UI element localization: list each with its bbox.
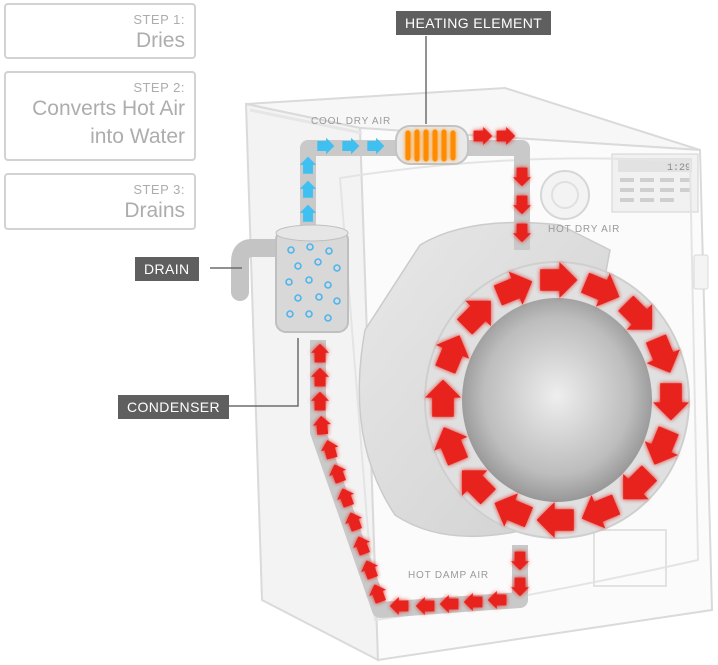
drum-hot-air-arrow — [493, 271, 533, 306]
drain-pipe — [231, 239, 285, 301]
hot-damp-air-arrow — [415, 597, 435, 615]
drum-hot-air-arrow — [434, 427, 469, 466]
drum-hot-air-arrow — [653, 383, 689, 421]
drum-hot-air-arrow — [618, 295, 653, 330]
hot-damp-air-arrow — [320, 440, 339, 460]
step-3-number: STEP 3: — [133, 182, 185, 197]
hot-damp-air-arrow — [312, 415, 331, 435]
heating-element-label: HEATING ELEMENT — [396, 11, 552, 35]
hot-damp-air-label: HOT DAMP AIR — [408, 570, 489, 581]
hot-damp-air-arrow — [511, 577, 529, 597]
cool-air-arrow — [299, 156, 317, 174]
cool-air-arrow — [299, 204, 317, 222]
drum-hot-air-arrow — [494, 493, 534, 528]
drum — [358, 221, 690, 539]
heating-element — [395, 125, 469, 165]
step-2-number: STEP 2: — [133, 80, 185, 95]
hot-damp-air-arrow — [345, 512, 363, 532]
drum-hot-air-arrow — [456, 300, 491, 335]
step-3-title: Drains — [124, 199, 185, 222]
heating-coil — [405, 129, 456, 162]
filter-hatch — [593, 529, 667, 587]
drum-hot-air-arrow — [623, 465, 658, 500]
drum-hot-air-arrow — [581, 494, 621, 529]
hot-air-arrow — [473, 127, 493, 145]
condenser-leader-line — [228, 338, 299, 407]
brand-badge — [693, 254, 709, 290]
drum-hot-air-arrow — [580, 272, 620, 307]
drum-hot-air-arrow — [536, 502, 574, 538]
cool-air-arrow — [367, 137, 385, 155]
drain-label: DRAIN — [135, 257, 199, 281]
hot-air-arrows — [311, 127, 689, 615]
hot-air-arrow — [513, 195, 531, 215]
hot-damp-air-arrow — [439, 595, 459, 613]
hot-air-arrow — [513, 167, 531, 187]
hot-damp-air-arrow — [487, 591, 507, 609]
hot-damp-air-arrow — [361, 560, 379, 580]
step-1-number: STEP 1: — [133, 12, 185, 27]
water-droplets — [285, 243, 341, 322]
hot-damp-air-arrow — [311, 343, 329, 363]
drum-hot-air-arrow — [461, 470, 496, 505]
step-2-box: STEP 2: Converts Hot Air into Water — [4, 71, 196, 161]
cool-dry-air-label: COOL DRY AIR — [311, 116, 391, 127]
cool-air-arrows — [299, 137, 385, 222]
hot-damp-air-arrow — [337, 488, 355, 508]
hot-damp-air-arrow — [389, 597, 409, 615]
drum-hot-air-arrow — [540, 262, 578, 298]
hot-damp-air-arrow — [463, 593, 483, 611]
display-readout: 1:29 — [667, 163, 691, 174]
hot-damp-air-arrow — [511, 551, 529, 571]
cool-air-arrow — [317, 137, 335, 155]
hot-damp-air-arrow — [311, 391, 329, 411]
hot-air-arrow — [513, 223, 531, 243]
step-3-box: STEP 3: Drains — [4, 173, 196, 230]
drum-hot-air-arrow — [644, 426, 679, 465]
step-1-box: STEP 1: Dries — [4, 3, 196, 59]
drum-hot-air-arrow — [425, 379, 461, 417]
condenser — [275, 224, 349, 333]
step-1-title: Dries — [135, 29, 185, 52]
dial-knob — [540, 170, 590, 220]
condenser-label: CONDENSER — [118, 395, 230, 419]
drum-hot-air-arrow — [435, 335, 470, 374]
hot-damp-air-arrow — [329, 464, 347, 484]
cool-air-arrow — [342, 137, 360, 155]
hot-dry-air-label: HOT DRY AIR — [548, 224, 621, 235]
hot-damp-air-arrow — [369, 584, 387, 604]
drum-opening — [462, 298, 652, 502]
hot-air-arrow — [496, 127, 516, 145]
cool-air-arrow — [299, 180, 317, 198]
hot-damp-air-arrow — [311, 367, 329, 387]
hot-damp-air-arrow — [353, 536, 371, 556]
drum-hot-air-arrow — [645, 334, 680, 373]
step-2-title: Converts Hot Air into Water — [32, 97, 185, 148]
